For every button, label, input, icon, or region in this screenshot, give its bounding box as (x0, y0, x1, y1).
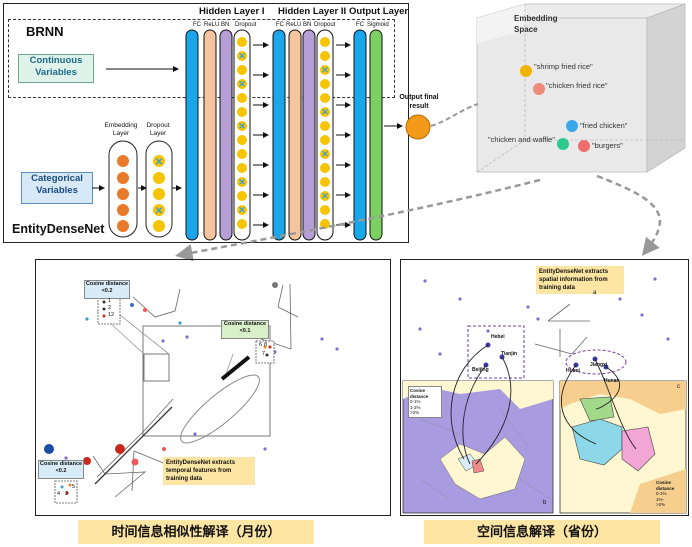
continuous-variables-box: Continuous Variables (18, 54, 94, 83)
caption-spatial: 空间信息解译（省份） (424, 520, 660, 544)
svg-text:✕: ✕ (321, 191, 329, 201)
spatial-note: EntityDenseNet extracts spatial informat… (536, 266, 624, 294)
map-c-legend-item: >2% (656, 502, 666, 507)
point-shrimp-fried-rice (520, 65, 532, 77)
month-6: 6 (259, 342, 263, 348)
svg-text:✕: ✕ (155, 157, 163, 168)
point-chicken-fried-rice (533, 83, 545, 95)
cosine-distance-box-bottom: Cosine distance <0.2 (38, 460, 84, 479)
city-hubei: Hubei (566, 368, 580, 374)
label-chicken-fried-rice: "chicken fried rice" (546, 81, 608, 90)
brnn-dashed-box (8, 19, 395, 98)
month-7: 7 (262, 351, 266, 357)
fc-label-1: FC (193, 22, 201, 28)
temporal-embedding-plot (44, 282, 339, 504)
spatial-embedding-plot (402, 277, 687, 514)
point-burgers (578, 140, 590, 152)
map-c-legend: Cosine distance 0-1% 1%- >2% (656, 480, 684, 508)
sigmoid-label: Sigmoid (367, 22, 389, 28)
cosine-distance-value-bottom: <0.2 (55, 468, 67, 474)
label-fried-chicken: "fried chicken" (580, 121, 628, 130)
svg-text:✕: ✕ (238, 177, 246, 187)
embedding-space-title: Embedding Space (514, 14, 558, 34)
flow-connectors (175, 103, 662, 262)
embedding-space-cube (476, 3, 686, 173)
categorical-variables-box: Categorical Variables (21, 172, 93, 204)
city-tianjin: Tianjin (501, 351, 518, 357)
point-chicken-and-waffle (557, 138, 569, 150)
map-b-legend-item: >2% (410, 410, 420, 415)
bn-label-2: BN (303, 22, 312, 28)
month-3: 3 (65, 491, 69, 497)
map-b-legend-item: 0-1% (410, 399, 421, 404)
svg-text:✕: ✕ (238, 205, 246, 215)
hidden-layer-1-title: Hidden Layer I (199, 6, 265, 17)
label-shrimp-fried-rice: "shrimp fried rice" (534, 62, 593, 71)
panel-b-label: b (543, 500, 547, 506)
cosine-distance-label-top: Cosine distance (85, 281, 129, 287)
temporal-panel-frame (35, 259, 391, 516)
relu-label-1: ReLU (204, 22, 220, 28)
month-2: 2 (108, 305, 112, 311)
dropout-label-2: Dropout (314, 22, 336, 28)
map-b-legend-title: Cosine distance (410, 388, 429, 399)
svg-text:✕: ✕ (238, 121, 246, 131)
cosine-distance-value-right: <0.1 (239, 328, 251, 334)
label-chicken-and-waffle: "chicken and waffle" (488, 135, 555, 144)
caption-temporal: 时间信息相似性解译（月份） (78, 520, 314, 544)
svg-text:✕: ✕ (321, 65, 329, 75)
output-final-result-label: Output final result (399, 94, 439, 110)
point-fried-chicken (566, 120, 578, 132)
fc-label-2: FC (276, 22, 284, 28)
spatial-panel-frame (400, 259, 689, 516)
label-burgers: "burgers" (592, 141, 623, 150)
svg-text:✕: ✕ (321, 107, 329, 117)
dropout-label-1: Dropout (235, 22, 257, 28)
city-jiangxi: Jiangxi (590, 362, 608, 368)
output-layer-title: Output Layer (349, 6, 409, 17)
month-12: 12 (108, 312, 115, 318)
dropout-layer-label: Dropout Layer (146, 122, 170, 137)
month-4: 4 (57, 491, 61, 497)
panel-a-label: a (593, 290, 597, 296)
svg-text:✕: ✕ (155, 206, 163, 217)
map-c-legend-item: 0-1% (656, 491, 667, 496)
cosine-distance-box-top: Cosine distance <0.2 (84, 280, 130, 299)
svg-text:✕: ✕ (321, 149, 329, 159)
map-c-legend-item: 1%- (656, 496, 665, 502)
architecture-diagram: ✕ ✕ ✕ ✕ ✕ ✕ ✕ ✕ ✕ ✕ ✕ (92, 29, 431, 241)
fc-label-3: FC (356, 22, 364, 28)
bn-label-1: BN (221, 22, 230, 28)
cosine-distance-box-right: Cosine distance <0.1 (221, 320, 269, 339)
panel-c-label: c (677, 384, 680, 390)
temporal-note: EntityDenseNet extracts temporal feature… (163, 457, 255, 485)
hidden-layer-2-title: Hidden Layer II (278, 6, 347, 17)
month-1: 1 (108, 298, 112, 304)
entitydensenet-label: EntityDenseNet (12, 222, 105, 236)
svg-text:✕: ✕ (238, 79, 246, 89)
svg-text:✕: ✕ (238, 51, 246, 61)
cosine-distance-label-bottom: Cosine distance (39, 461, 83, 467)
cosine-distance-label-right: Cosine distance (223, 321, 267, 327)
brnn-label: BRNN (26, 24, 64, 39)
cosine-distance-value-top: <0.2 (101, 288, 113, 294)
relu-label-2: ReLU (286, 22, 302, 28)
embedding-layer-label: Embedding Layer (104, 122, 138, 137)
month-5: 5 (72, 484, 76, 490)
map-b-legend: Cosine distance 0-1% 1-2% >2% (408, 386, 442, 418)
map-c-legend-title: Cosine distance (656, 480, 675, 491)
city-hebei: Hebei (491, 334, 505, 340)
month-8: 8 (264, 342, 268, 348)
city-beijing: Beijing (472, 367, 489, 373)
map-b-legend-item: 1-2% (410, 404, 421, 410)
city-hunan: Hunan (604, 378, 620, 384)
